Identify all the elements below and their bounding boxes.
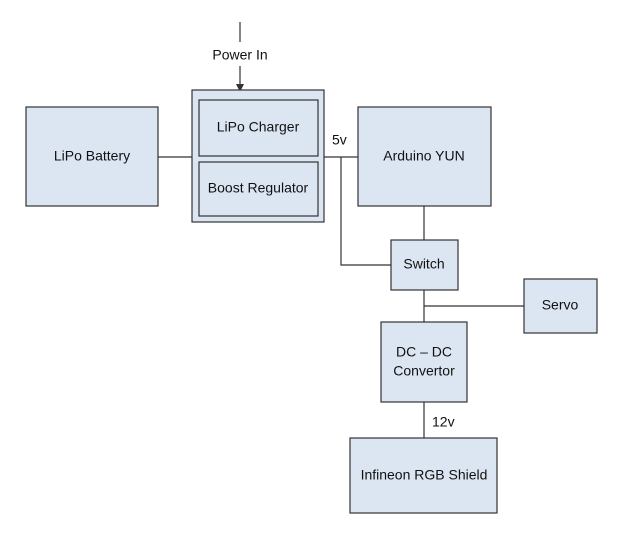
lipo-charger-label: LiPo Charger [217,119,300,135]
infineon-rgb-shield-label: Infineon RGB Shield [361,467,488,483]
switch-box [390,239,459,291]
power-in-label: Power In [212,47,267,63]
arduino-yun-label: Arduino YUN [383,148,464,164]
arduino-yun-box [357,106,492,207]
dc-dc-convertor-box [380,321,468,403]
boost-regulator-box [198,161,319,217]
boost-regulator-label: Boost Regulator [208,180,309,196]
servo-box [523,278,598,334]
wire-5v-switch [340,157,391,266]
label-12v: 12v [432,414,455,430]
label-5v: 5v [332,132,347,148]
lipo-charger-box [198,99,319,157]
switch-label: Switch [403,256,444,272]
lipo-battery-label: LiPo Battery [54,148,130,164]
servo-label: Servo [542,297,579,313]
dc-dc-label-line1: DC – DC [396,344,452,360]
infineon-rgb-shield-box [349,437,498,514]
lipo-battery-box [25,106,159,207]
dc-dc-label-line2: Convertor [393,363,455,379]
